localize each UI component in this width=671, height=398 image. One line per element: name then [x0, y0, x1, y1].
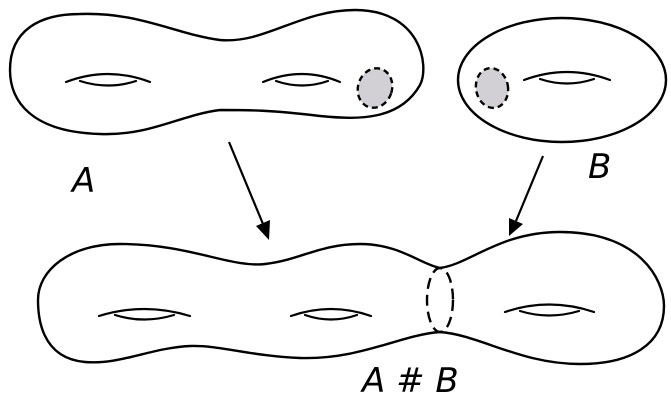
surface-a-hole-2 — [261, 72, 342, 87]
surface-a-hole-1 — [64, 72, 152, 87]
surface-a-sum-b — [36, 230, 666, 366]
surface-a-removed-disk — [356, 67, 394, 109]
sum-surface-outline — [36, 230, 666, 366]
sum-neck-circle — [425, 266, 455, 334]
label-a: A — [70, 161, 95, 201]
sum-hole-3 — [503, 303, 596, 317]
sum-hole-1 — [97, 307, 192, 321]
surface-a — [8, 8, 425, 136]
label-b: B — [588, 147, 611, 187]
surface-b-removed-disk — [474, 66, 510, 110]
label-connected-sum: A # B — [360, 361, 459, 398]
surface-b-hole — [522, 70, 612, 85]
arrow-a-to-sum — [227, 141, 270, 240]
surface-a-outline — [8, 8, 425, 136]
arrow-b-to-sum — [509, 155, 545, 236]
sum-hole-2 — [289, 307, 373, 321]
surface-b-outline — [456, 16, 668, 144]
surface-b — [456, 16, 668, 144]
